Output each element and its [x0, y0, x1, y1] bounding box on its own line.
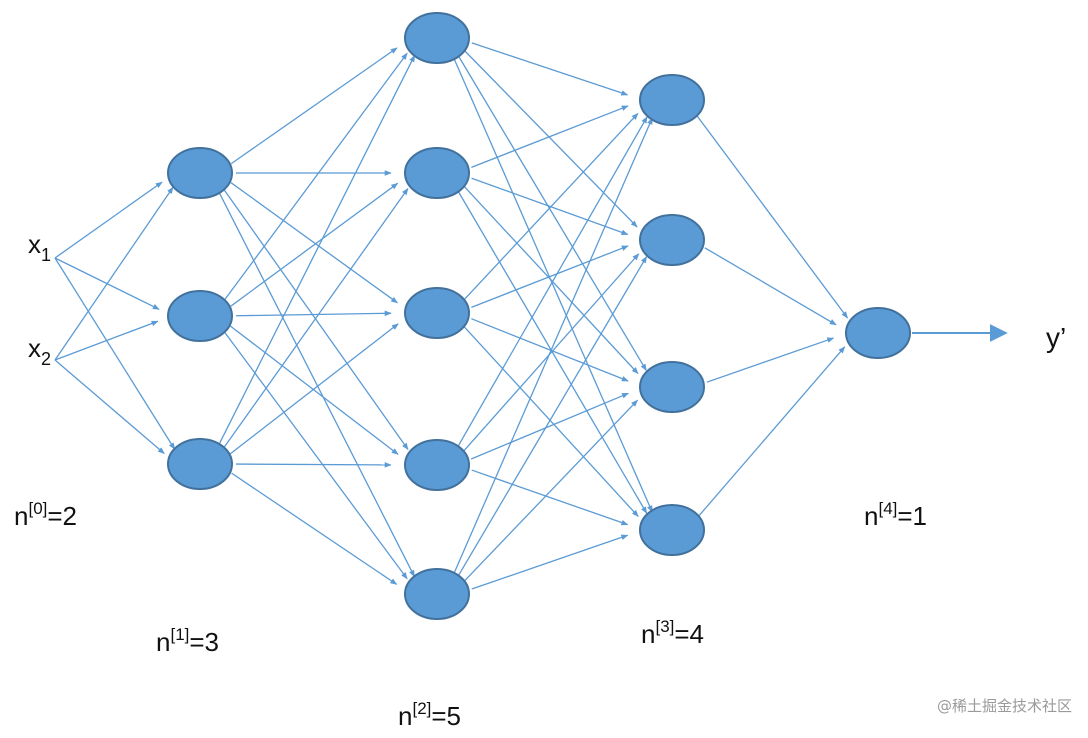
neuron-layer-1-node-3 — [167, 438, 233, 490]
edge-l1n1-to-l2n3 — [230, 182, 398, 304]
output-label: y’ — [1046, 322, 1066, 353]
edge-l1n2-to-l2n3 — [235, 310, 392, 317]
edge-l2n5-to-l3n1 — [451, 117, 653, 578]
layer-4-size-label: n[4]=1 — [864, 499, 927, 531]
neuron-layer-4-node-1 — [845, 307, 911, 359]
edge-l2n4-to-l3n1 — [455, 116, 648, 450]
edge-l2n1-to-l3n4 — [451, 54, 653, 513]
edge-l1n1-to-l2n5 — [217, 189, 416, 578]
edge-l2n1-to-l3n1 — [471, 42, 629, 96]
layer-3-size-label: n[3]=4 — [641, 617, 704, 649]
input-label-x2: x2 — [28, 333, 51, 369]
watermark: @稀土掘金技术社区 — [937, 697, 1072, 715]
edge-x1-to-l1n3 — [54, 257, 176, 450]
neuron-layer-2-node-3 — [404, 287, 470, 339]
edge-l3n4-to-l4n1 — [697, 346, 846, 518]
edge-l1n2-to-l2n2 — [230, 182, 399, 307]
neuron-layer-3-node-4 — [639, 504, 705, 556]
neuron-layer-3-node-3 — [639, 361, 705, 413]
edge-l1n2-to-l2n1 — [222, 52, 408, 302]
neuron-layer-2-node-4 — [404, 439, 470, 491]
neuron-layer-2-node-1 — [404, 12, 470, 64]
edge-l1n3-to-l2n2 — [222, 187, 409, 450]
edge-l1n3-to-l2n3 — [229, 323, 399, 455]
edge-l2n5-to-l3n2 — [456, 256, 648, 579]
neuron-layer-3-node-1 — [639, 74, 705, 126]
neuron-layer-3-node-2 — [639, 214, 705, 266]
edge-l1n3-to-l2n5 — [231, 472, 398, 585]
edge-l2n5-to-l3n3 — [463, 399, 638, 582]
neuron-layer-2-node-5 — [404, 568, 470, 620]
edge-x2-to-l1n2 — [54, 320, 159, 361]
edge-l3n1-to-l4n1 — [695, 113, 849, 319]
edge-x1-to-l1n1 — [54, 181, 163, 259]
layer-2-size-label: n[2]=5 — [398, 699, 461, 731]
edge-l2n1-to-l3n2 — [463, 49, 638, 228]
neuron-layer-1-node-1 — [167, 147, 233, 199]
layer-1-size-label: n[1]=3 — [156, 625, 219, 657]
edge-l2n4-to-l3n4 — [471, 469, 629, 526]
edge-l2n2-to-l3n3 — [463, 185, 639, 375]
edge-x2-to-l1n1 — [54, 186, 174, 361]
edge-l3n2-to-l4n1 — [704, 247, 837, 326]
edge-l2n1-to-l3n3 — [456, 53, 647, 372]
edge-l2n2-to-l3n2 — [471, 177, 629, 236]
edge-l2n3-to-l3n1 — [463, 112, 639, 301]
edge-l1n2-to-l2n4 — [230, 325, 399, 455]
edge-l2n3-to-l3n2 — [471, 245, 629, 308]
edge-l1n1-to-l2n1 — [230, 47, 398, 165]
input-label-x1: x1 — [28, 229, 51, 265]
edge-l1n3-to-l2n1 — [216, 54, 416, 448]
layer-0-size-label: n[0]=2 — [14, 499, 77, 531]
edge-l1n2-to-l2n5 — [222, 330, 408, 580]
edge-l1n3-to-l2n4 — [235, 462, 392, 468]
neuron-nodes — [167, 12, 911, 620]
edge-l2n3-to-l3n4 — [462, 325, 639, 517]
neuron-layer-2-node-2 — [404, 147, 470, 199]
edge-l2n2-to-l3n1 — [471, 105, 629, 168]
edge-l2n3-to-l3n3 — [471, 318, 629, 382]
neuron-layer-1-node-2 — [167, 290, 233, 342]
connection-edges — [54, 42, 1008, 590]
edge-l2n5-to-l3n4 — [471, 534, 629, 590]
edge-x2-to-l1n3 — [54, 359, 165, 455]
edge-l2n4-to-l3n3 — [470, 392, 629, 460]
edge-l3n3-to-l4n1 — [706, 337, 835, 383]
edge-l2n4-to-l3n2 — [462, 253, 640, 453]
